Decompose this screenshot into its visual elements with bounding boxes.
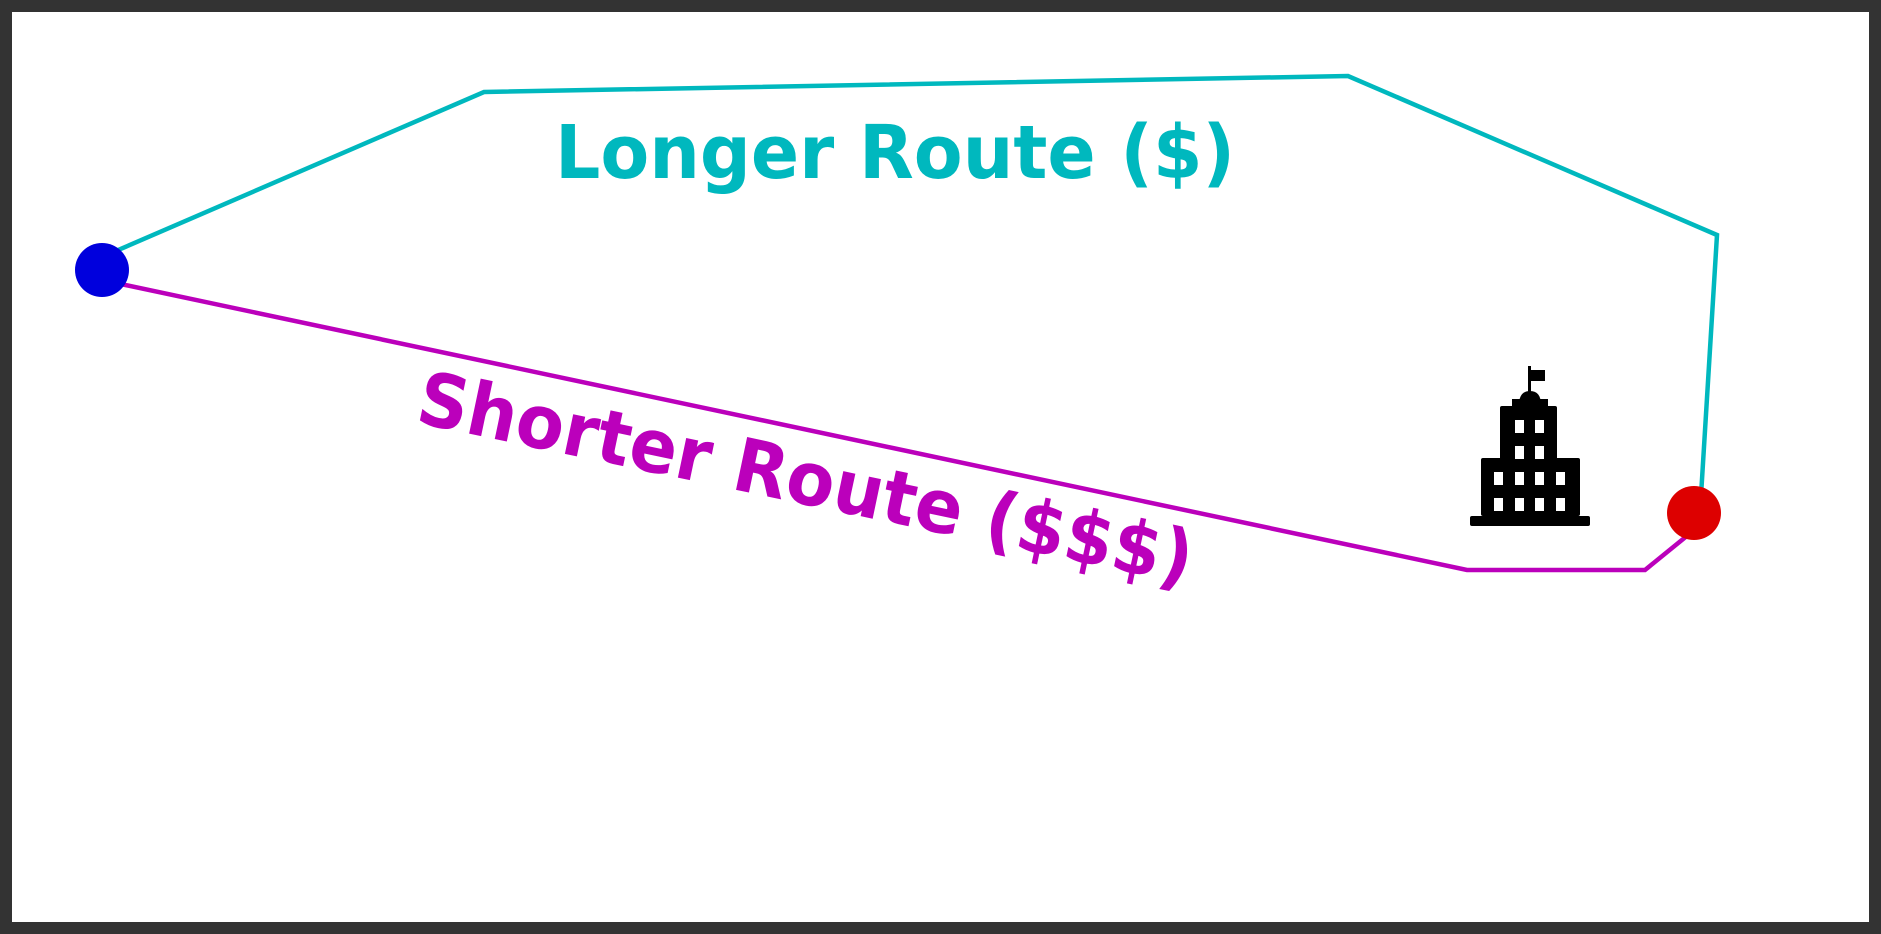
building-icon bbox=[1470, 366, 1590, 526]
longer-route-label: Longer Route ($) bbox=[555, 110, 1235, 196]
start-point-marker bbox=[75, 243, 129, 297]
longer-route-path bbox=[101, 73, 1720, 513]
shorter-route-path bbox=[101, 277, 1695, 573]
shorter-route-label: Shorter Route ($$$) bbox=[410, 355, 1201, 602]
end-point-marker bbox=[1667, 486, 1721, 540]
